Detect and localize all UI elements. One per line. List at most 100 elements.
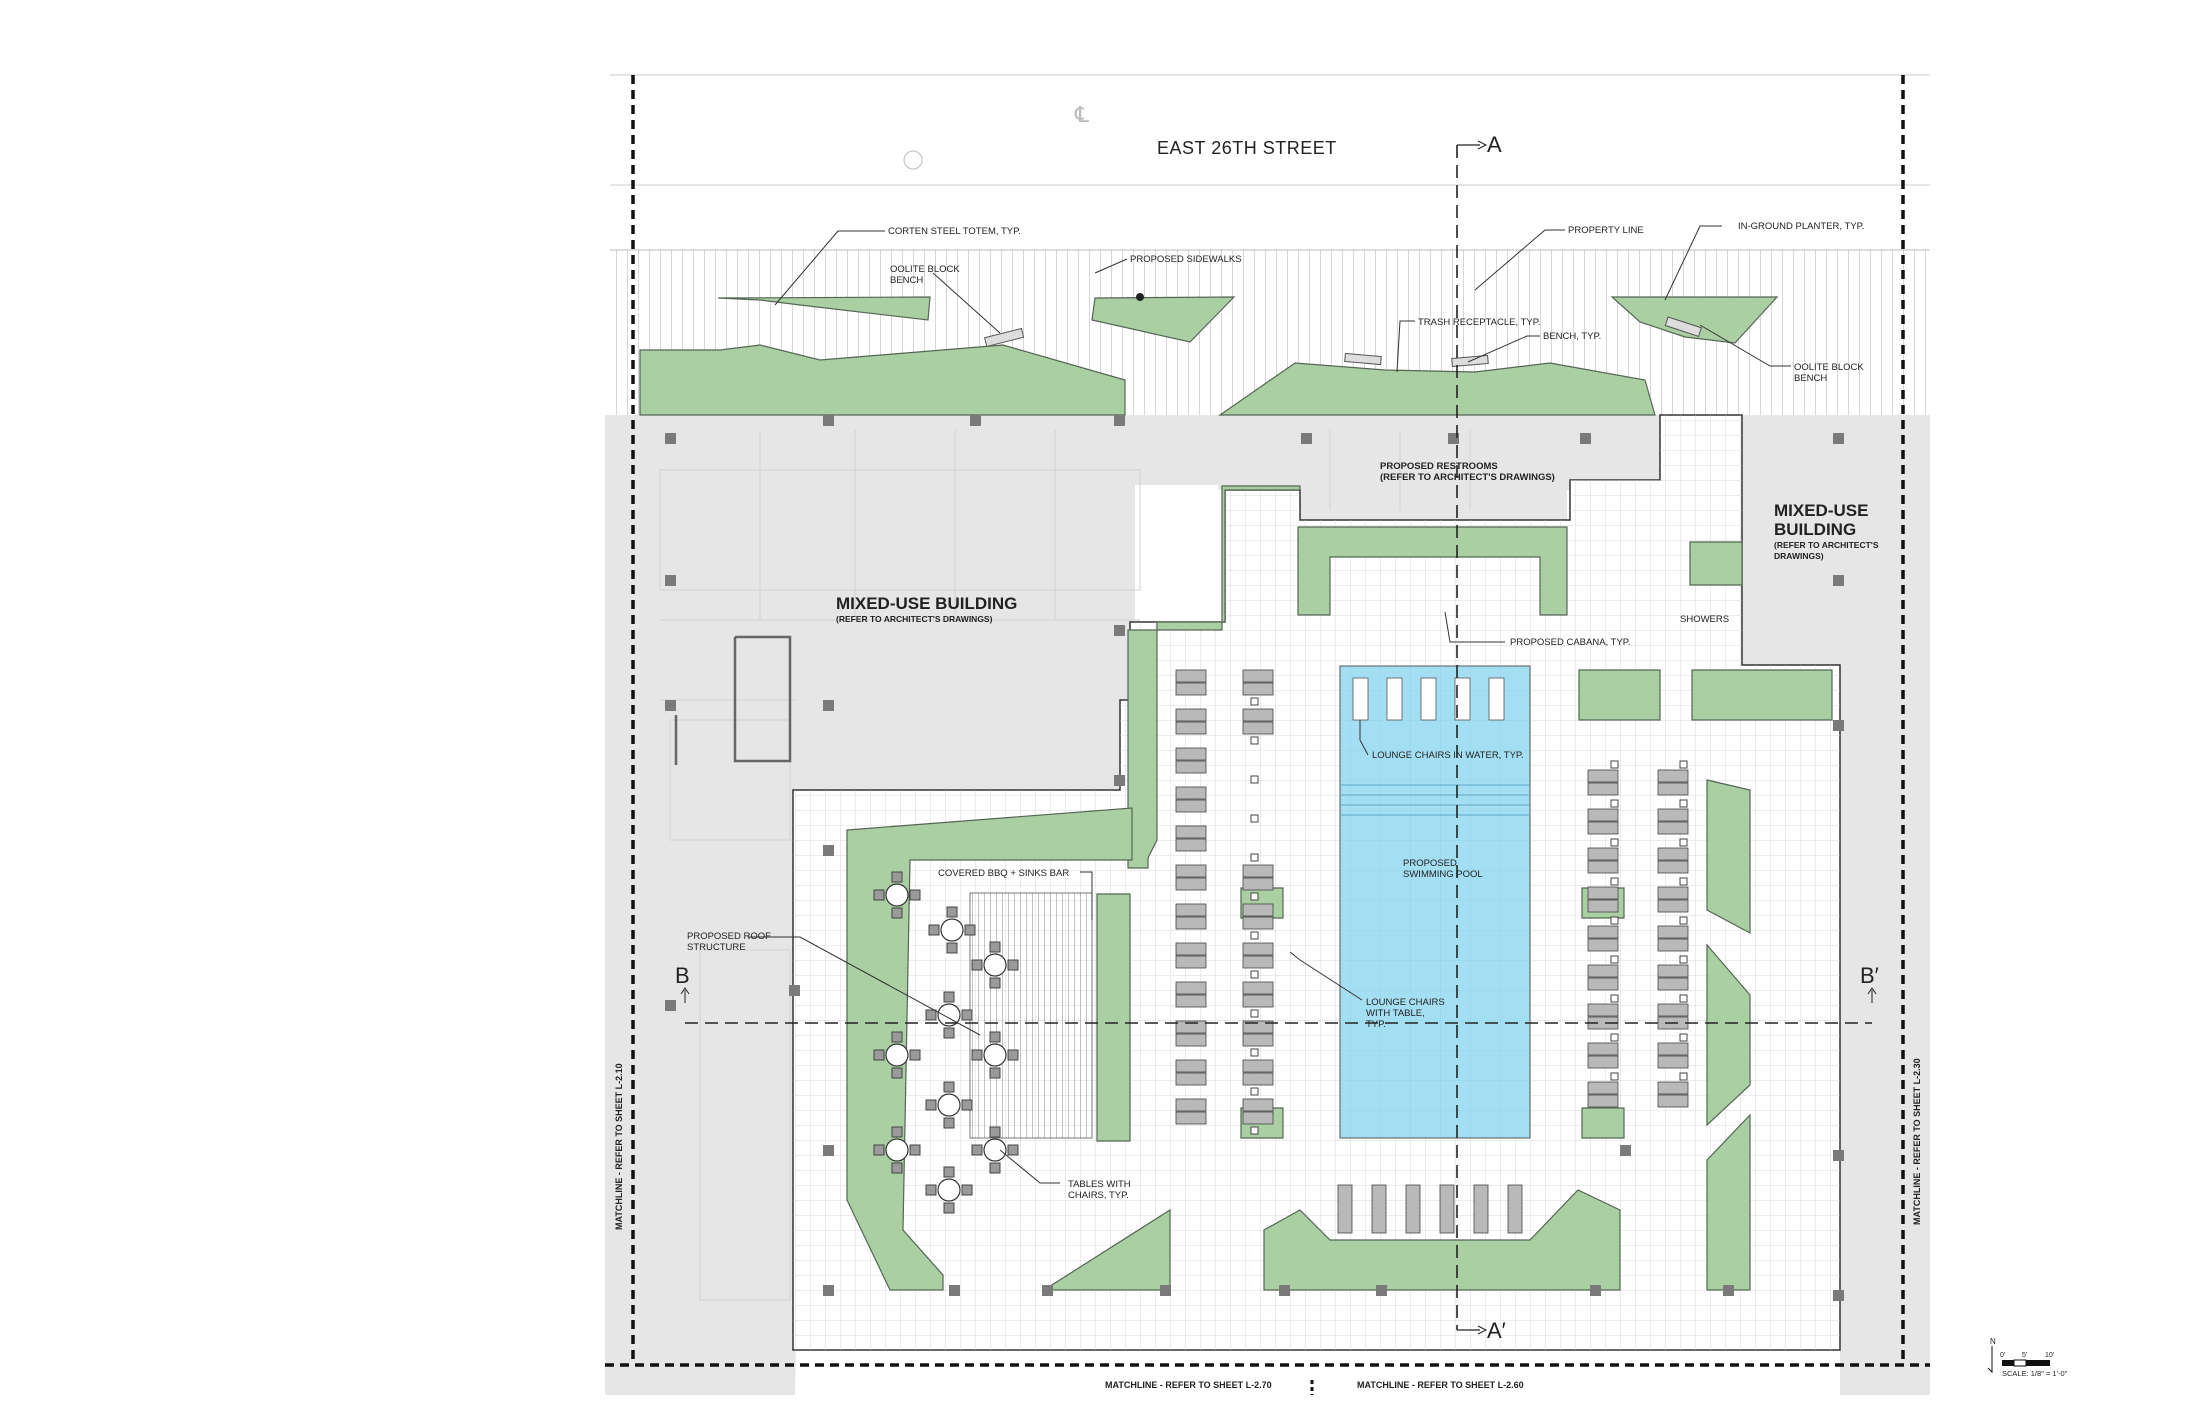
side-table — [1610, 916, 1619, 925]
side-table — [1679, 838, 1688, 847]
side-table — [1250, 736, 1259, 745]
lounge-chair — [1587, 847, 1619, 861]
callout-tables-chairs-2: CHAIRS, TYP. — [1068, 1190, 1129, 1201]
lounge-chair — [1175, 825, 1207, 839]
side-table — [1250, 1009, 1259, 1018]
lounge-chair — [1242, 877, 1274, 891]
lounge-chair — [1242, 955, 1274, 969]
side-table — [1610, 760, 1619, 769]
lounge-chair — [1587, 925, 1619, 939]
table-with-chairs — [928, 906, 976, 954]
lounge-chair — [1242, 1033, 1274, 1047]
side-table — [1250, 1048, 1259, 1057]
lounge-chair — [1175, 838, 1207, 852]
callout-showers: SHOWERS — [1680, 614, 1729, 625]
in-water-lounge-chairs — [1352, 677, 1505, 721]
lounge-chair — [1242, 708, 1274, 722]
callout-lounge-table-2: WITH TABLE, — [1366, 1008, 1425, 1019]
right-building-title-2: BUILDING — [1774, 520, 1856, 539]
lounge-chairs-with-tables — [1175, 669, 1689, 1135]
callout-oolite-left-1: OOLITE BLOCK — [890, 264, 960, 275]
lounge-chair — [1175, 1059, 1207, 1073]
oolite-bench-right — [1664, 316, 1702, 337]
tables-with-chairs — [873, 871, 1019, 1214]
lounge-chair — [1657, 964, 1689, 978]
lounge-chair — [1175, 981, 1207, 995]
lounge-chair — [1175, 994, 1207, 1008]
lounge-chair — [1657, 847, 1689, 861]
callout-tables-chairs-1: TABLES WITH — [1068, 1179, 1131, 1190]
lounge-chair — [1175, 1072, 1207, 1086]
section-a-bottom: A′ — [1487, 1318, 1506, 1343]
side-table — [1679, 799, 1688, 808]
section-lines — [685, 145, 1872, 1330]
oolite-bench-left — [983, 327, 1025, 348]
side-table — [1679, 994, 1688, 1003]
lounge-chair — [1175, 669, 1207, 683]
restroom-block — [1298, 415, 1660, 520]
lounge-chair — [1175, 799, 1207, 813]
north-arrow-icon — [1987, 1346, 1993, 1374]
lounge-chair — [1587, 808, 1619, 822]
bench-sidewalk-left — [1344, 352, 1382, 366]
callout-lounge-chairs-water: LOUNGE CHAIRS IN WATER, TYP. — [1372, 750, 1524, 761]
street-area: ℄ EAST 26TH STREET — [610, 74, 1930, 251]
matchline-right: MATCHLINE - REFER TO SHEET L-2.30 — [1912, 1058, 1922, 1225]
lounge-chair — [1657, 925, 1689, 939]
lounge-chair — [1242, 916, 1274, 930]
lounge-chair — [1175, 1020, 1207, 1034]
lounge-chair — [1242, 994, 1274, 1008]
callout-oolite-right-1: OOLITE BLOCK — [1794, 362, 1864, 373]
manhole-symbol — [903, 150, 923, 170]
lounge-chair — [1657, 1042, 1689, 1056]
lounge-chair — [1587, 821, 1619, 835]
lounge-chair — [1587, 899, 1619, 913]
lounge-chair — [1175, 955, 1207, 969]
side-table — [1250, 970, 1259, 979]
callout-lounge-table-3: TYP. — [1366, 1019, 1386, 1030]
callout-corten-totem: CORTEN STEEL TOTEM, TYP. — [888, 226, 1021, 237]
side-table — [1250, 814, 1259, 823]
lounge-chair — [1175, 877, 1207, 891]
lounge-chair — [1175, 760, 1207, 774]
table-with-chairs — [971, 1031, 1019, 1079]
table-with-chairs — [925, 991, 973, 1039]
right-building-title-1: MIXED-USE — [1774, 501, 1868, 520]
matchline-labels: MATCHLINE - REFER TO SHEET L-2.10 MATCHL… — [614, 1058, 1922, 1390]
side-table — [1679, 760, 1688, 769]
scale-note: SCALE: 1/8" = 1'-0" — [2002, 1369, 2068, 1378]
lounge-chair — [1242, 721, 1274, 735]
side-table — [1610, 955, 1619, 964]
lounge-chair — [1657, 782, 1689, 796]
matchline-bottom-right: MATCHLINE - REFER TO SHEET L-2.60 — [1357, 1380, 1524, 1390]
side-table — [1250, 697, 1259, 706]
table-with-chairs — [925, 1166, 973, 1214]
lounge-chair — [1587, 1081, 1619, 1095]
side-table — [1610, 994, 1619, 1003]
lounge-chair — [1657, 860, 1689, 874]
right-building-subtitle-1: (REFER TO ARCHITECT'S — [1774, 540, 1879, 550]
right-building: MIXED-USE BUILDING (REFER TO ARCHITECT'S… — [1742, 415, 1930, 1395]
street-name: EAST 26TH STREET — [1157, 138, 1337, 158]
callout-roof-structure-1: PROPOSED ROOF — [687, 931, 771, 942]
table-with-chairs — [971, 941, 1019, 989]
table-with-chairs — [873, 871, 921, 919]
corten-totem — [1136, 293, 1144, 301]
structural-columns — [665, 415, 1844, 1301]
side-table — [1610, 838, 1619, 847]
left-building: MIXED-USE BUILDING (REFER TO ARCHITECT'S… — [605, 415, 1660, 1395]
lounge-chair — [1587, 886, 1619, 900]
lounge-chair — [1587, 1094, 1619, 1108]
scale-tick-0: 0' — [2000, 1352, 2005, 1359]
lounge-chair — [1657, 1081, 1689, 1095]
lounge-chair — [1587, 977, 1619, 991]
side-table — [1679, 916, 1688, 925]
scale-tick-10: 10' — [2045, 1352, 2054, 1359]
side-table — [1610, 1033, 1619, 1042]
callout-oolite-left-2: BENCH — [890, 275, 923, 286]
lounge-chair — [1657, 1003, 1689, 1017]
table-with-chairs — [873, 1031, 921, 1079]
leader-lines — [748, 225, 1791, 1184]
pool-label-2: SWIMMING POOL — [1403, 869, 1483, 880]
lounge-chair — [1242, 903, 1274, 917]
